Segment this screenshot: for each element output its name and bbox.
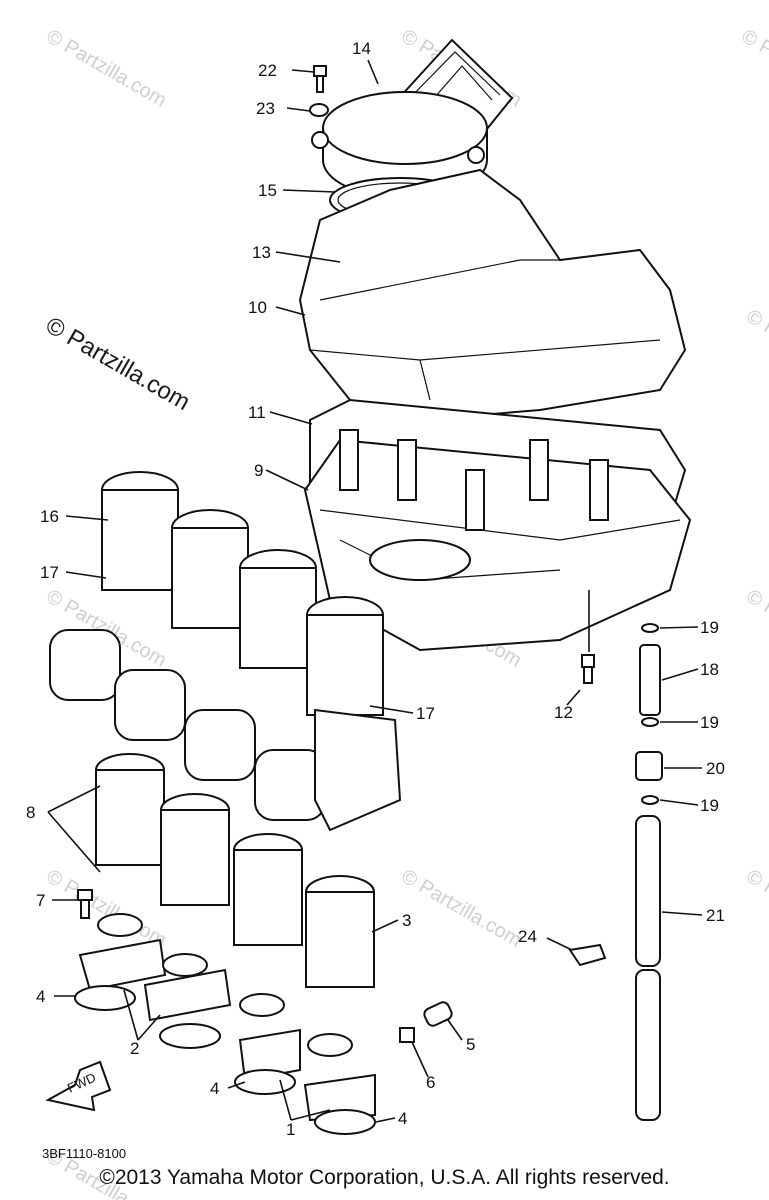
watermark-text: © Partzilla.com <box>43 865 171 951</box>
callout-17: 17 <box>416 704 435 723</box>
callout-5: 5 <box>466 1035 475 1054</box>
callout-16: 16 <box>40 507 59 526</box>
cap <box>423 1001 453 1027</box>
callout-17: 17 <box>40 563 59 582</box>
callout-19: 19 <box>700 618 719 637</box>
watermark-text: © Partzilla.com <box>738 25 769 111</box>
callout-2: 2 <box>130 1039 139 1058</box>
fitting <box>399 1027 415 1043</box>
callout-18: 18 <box>700 660 719 679</box>
watermark-text: © Partzilla.com <box>743 865 769 951</box>
callout-9: 9 <box>254 461 263 480</box>
callout-7: 7 <box>36 891 45 910</box>
drain-hose-assembly <box>635 623 663 1121</box>
intake-joints-lower <box>95 753 375 988</box>
callouts: 22 23 14 15 13 10 11 9 16 17 17 8 3 7 4 … <box>26 39 725 1139</box>
intake-joints-upper <box>101 471 384 716</box>
callout-14: 14 <box>352 39 371 58</box>
callout-15: 15 <box>258 181 277 200</box>
callout-4: 4 <box>398 1109 407 1128</box>
bolt <box>581 654 595 684</box>
watermark-prominent: © Partzilla.com <box>41 312 195 416</box>
o-ring <box>159 1023 221 1049</box>
callout-12: 12 <box>554 703 573 722</box>
leader-lines <box>47 59 703 1123</box>
callout-1: 1 <box>286 1120 295 1139</box>
hose-clip <box>568 943 607 967</box>
intake-manifolds <box>78 913 376 1122</box>
copyright-notice: ©2013 Yamaha Motor Corporation, U.S.A. A… <box>99 1166 670 1189</box>
callout-24: 24 <box>518 927 537 946</box>
watermark-text: © Partzilla.com <box>43 25 171 111</box>
callout-23: 23 <box>256 99 275 118</box>
diagram-code: 3BF1110-8100 <box>42 1146 126 1161</box>
callout-4: 4 <box>210 1079 219 1098</box>
callout-10: 10 <box>248 298 267 317</box>
callout-13: 13 <box>252 243 271 262</box>
o-ring <box>234 1069 296 1095</box>
air-box-case <box>303 429 692 652</box>
callout-20: 20 <box>706 759 725 778</box>
callout-8: 8 <box>26 803 35 822</box>
callout-22: 22 <box>258 61 277 80</box>
callout-4: 4 <box>36 987 45 1006</box>
callout-21: 21 <box>706 906 725 925</box>
air-box-cover <box>298 168 687 422</box>
fwd-arrow: FWD <box>45 1060 112 1112</box>
callout-3: 3 <box>402 911 411 930</box>
washer <box>309 103 329 117</box>
callout-19: 19 <box>700 713 719 732</box>
watermark-text: © Partzilla.com <box>398 865 526 951</box>
screw <box>77 889 93 919</box>
watermark-text: © Partzilla.com <box>743 585 769 671</box>
carburetor-bodies <box>49 629 402 832</box>
bolt <box>313 65 327 93</box>
watermark-text: © Partzilla.com <box>743 305 769 391</box>
o-ring <box>314 1109 376 1135</box>
o-ring <box>74 985 136 1011</box>
callout-6: 6 <box>426 1073 435 1092</box>
callout-11: 11 <box>248 403 266 422</box>
callout-19: 19 <box>700 796 719 815</box>
